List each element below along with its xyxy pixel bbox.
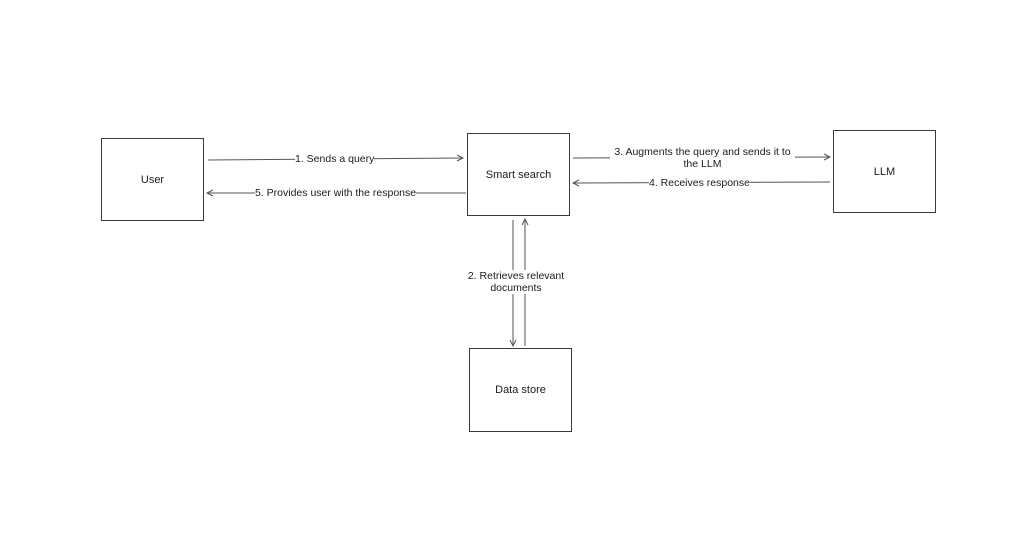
arrowhead-step3 bbox=[823, 153, 832, 161]
edge-label-step2: 2. Retrieves relevant documents bbox=[461, 270, 571, 294]
edge-label-step3: 3. Augments the query and sends it to th… bbox=[610, 146, 795, 170]
arrowhead-step2-down bbox=[509, 339, 517, 348]
user-node-label: User bbox=[140, 173, 165, 186]
data-store-node: Data store bbox=[469, 348, 572, 432]
data-store-node-label: Data store bbox=[495, 384, 546, 396]
arrowhead-step2-up bbox=[521, 217, 529, 226]
llm-node: LLM bbox=[833, 130, 936, 213]
arrowhead-step5 bbox=[205, 189, 214, 197]
smart-search-node-label: Smart search bbox=[485, 168, 552, 181]
arrowhead-step4 bbox=[571, 179, 580, 187]
edge-label-step1: 1. Sends a query bbox=[295, 153, 375, 165]
user-node: User bbox=[101, 138, 204, 221]
smart-search-node: Smart search bbox=[467, 133, 570, 216]
edge-label-step5: 5. Provides user with the response bbox=[255, 187, 417, 199]
llm-node-label: LLM bbox=[873, 165, 896, 178]
arrowhead-step1 bbox=[456, 154, 465, 162]
edge-label-step4: 4. Receives response bbox=[649, 177, 750, 189]
